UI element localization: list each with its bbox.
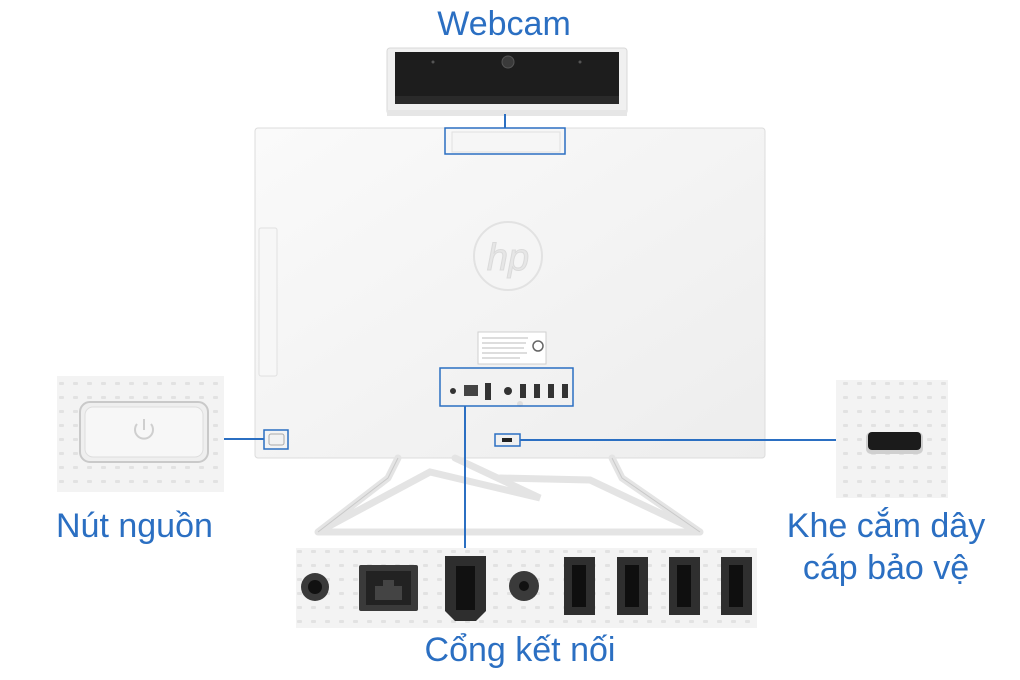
usb-port-icon [721,557,752,615]
power-icon [134,419,154,440]
usb-port-icon [669,557,700,615]
ethernet-port-icon [359,565,418,611]
power-button-inset [57,376,224,492]
monitor-stand [314,454,704,536]
port-strip-inset [296,548,757,628]
webcam-label: Webcam [437,5,571,43]
webcam-module [386,47,628,116]
lock-slot-label-line2: cáp bảo vệ [802,549,970,587]
lock-slot-small [502,438,512,442]
audio-jack-icon [301,573,329,601]
usb-port-icon [564,557,595,615]
power-button-small [268,433,285,446]
power-button-label: Nút nguồn [56,507,213,545]
lock-slot-label-line1: Khe cắm dây [786,507,986,545]
hdmi-port-icon [445,556,486,621]
dc-power-port-icon [509,571,539,601]
ports-label: Cổng kết nối [424,631,616,669]
hp-logo: hp [473,221,543,291]
leader-lines [223,114,836,552]
lock-slot-inset [836,380,948,498]
regulatory-label [477,331,547,365]
ports-callout-box [439,367,574,407]
logo-text: hp [487,237,529,279]
webcam-lens-icon [501,55,515,69]
side-panel [258,227,278,377]
monitor-back: hp [254,127,766,459]
body-port-cluster [450,383,568,407]
usb-port-icon [617,557,648,615]
